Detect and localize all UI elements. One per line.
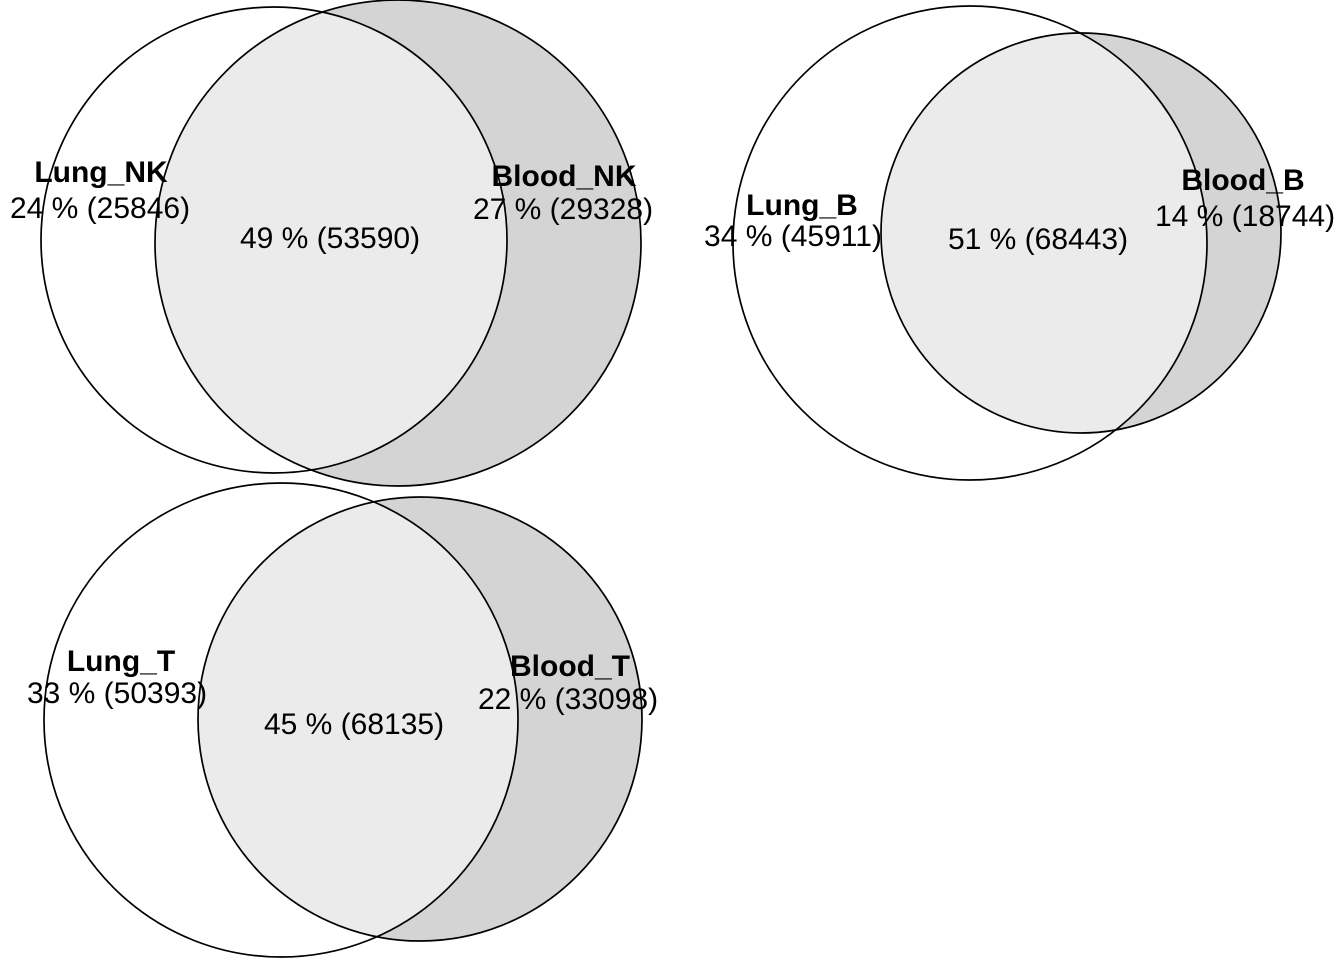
b-overlap-value: 51 % (68443) — [948, 223, 1128, 256]
nk-overlap-value: 49 % (53590) — [240, 222, 420, 255]
venn-nk: Lung_NK 24 % (25846) 49 % (53590) Blood_… — [10, 0, 653, 487]
blood-b-label: Blood_B — [1181, 164, 1304, 197]
venn-t: Lung_T 33 % (50393) 45 % (68135) Blood_T… — [27, 482, 658, 958]
blood-t-circle-outline — [197, 496, 643, 942]
lung-nk-label: Lung_NK — [34, 156, 168, 189]
lung-b-value: 34 % (45911) — [704, 220, 882, 253]
blood-t-label: Blood_T — [510, 650, 630, 683]
lung-b-label: Lung_B — [746, 189, 858, 222]
blood-b-circle-outline — [880, 32, 1282, 434]
blood-nk-circle-outline — [154, 0, 642, 487]
lung-nk-circle-outline — [40, 6, 508, 474]
t-overlap-region — [198, 497, 518, 941]
b-overlap-region — [881, 33, 1207, 433]
lung-t-circle-outline — [43, 482, 519, 958]
lung-nk-value: 24 % (25846) — [10, 192, 190, 225]
lung-t-label: Lung_T — [67, 645, 175, 678]
blood-nk-label: Blood_NK — [492, 160, 637, 193]
blood-nk-value: 27 % (29328) — [473, 193, 653, 226]
t-overlap-value: 45 % (68135) — [264, 708, 444, 741]
lung-t-value: 33 % (50393) — [27, 677, 207, 710]
venn-b: Lung_B 34 % (45911) 51 % (68443) Blood_B… — [704, 5, 1335, 481]
blood-b-value: 14 % (18744) — [1155, 200, 1335, 233]
blood-t-value: 22 % (33098) — [478, 683, 658, 716]
lung-b-circle-outline — [732, 5, 1208, 481]
